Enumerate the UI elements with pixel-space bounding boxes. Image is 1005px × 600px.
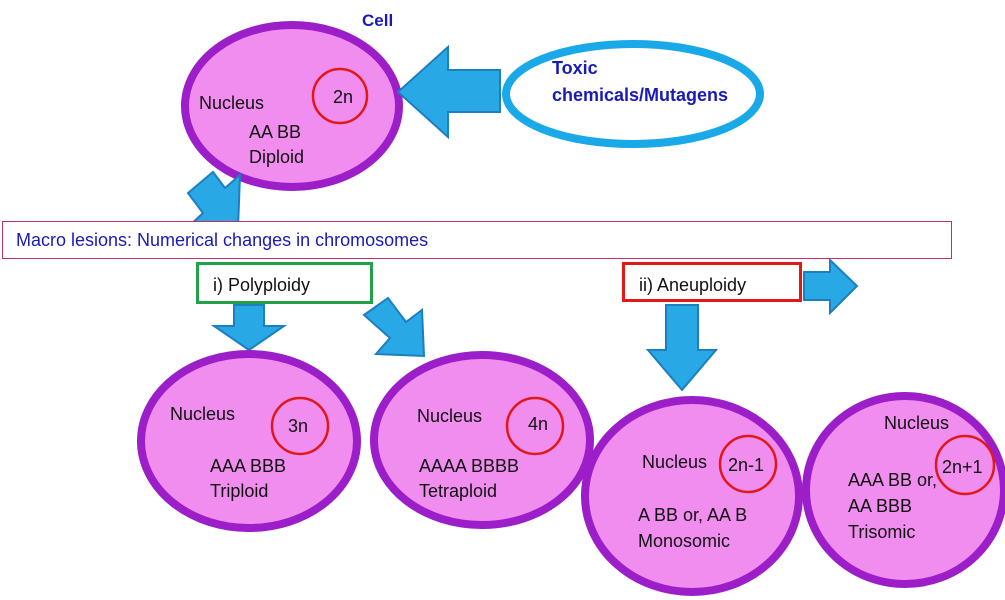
diploid-cell — [181, 21, 403, 191]
ploidy-circle-2n+1 — [934, 434, 996, 496]
trisomic-cell — [802, 392, 1005, 588]
ploidy-circle-3n — [270, 396, 330, 456]
monosomic-genotype-label: A BB or, AA B — [638, 505, 748, 525]
aneuploidy-label: ii) Aneuploidy — [639, 275, 747, 295]
macro-lesions-banner: Macro lesions: Numerical changes in chro… — [2, 221, 952, 259]
source-label-line1: Toxic — [552, 58, 598, 78]
monosomic-nucleus-label: Nucleus — [642, 452, 708, 472]
triploid-type-label: Triploid — [210, 481, 269, 501]
trisomic-nucleus-label: Nucleus — [884, 413, 950, 433]
monosomic-type-label: Monosomic — [638, 531, 731, 551]
mutagen-source-ellipse — [502, 40, 764, 148]
polyploidy-label: i) Polyploidy — [213, 275, 311, 295]
triploid-ploidy-label: 3n — [288, 416, 309, 436]
ploidy-circle-2n-1 — [718, 434, 778, 494]
arrow-aneuploidy-right — [803, 257, 859, 316]
ploidy-circle-2n — [311, 67, 369, 125]
ploidy-circle-4n — [505, 396, 565, 456]
arrow-to-triploid — [210, 304, 288, 352]
arrow-to-tetraploid — [362, 296, 426, 358]
cell-label: Cell — [362, 11, 394, 30]
aneuploidy-box: ii) Aneuploidy — [622, 262, 802, 302]
genotype-label: AA BB — [249, 122, 302, 142]
triploid-nucleus-label: Nucleus — [170, 404, 236, 424]
trisomic-genotype-line1: AAA BB or, — [848, 470, 938, 490]
polyploidy-box: i) Polyploidy — [196, 262, 373, 304]
type-label: Diploid — [249, 147, 305, 167]
tetraploid-genotype-label: AAAA BBBB — [419, 456, 520, 476]
monosomic-ploidy-label: 2n-1 — [728, 455, 765, 475]
arrow-mutagen-to-cell — [396, 44, 501, 140]
tetraploid-ploidy-label: 4n — [528, 414, 549, 434]
trisomic-ploidy-label: 2n+1 — [942, 457, 983, 477]
trisomic-type-label: Trisomic — [848, 522, 916, 542]
tetraploid-type-label: Tetraploid — [419, 481, 498, 501]
arrow-cell-to-banner — [185, 170, 242, 230]
arrow-to-monosomic — [645, 304, 719, 392]
nucleus-label: Nucleus — [199, 93, 265, 113]
tetraploid-nucleus-label: Nucleus — [417, 406, 483, 426]
source-label-line2: chemicals/Mutagens — [552, 85, 729, 105]
banner-text: Macro lesions: Numerical changes in chro… — [16, 230, 429, 250]
triploid-genotype-label: AAA BBB — [210, 456, 287, 476]
ploidy-label: 2n — [333, 87, 354, 107]
trisomic-genotype-line2: AA BBB — [848, 496, 913, 516]
monosomic-cell — [581, 396, 803, 596]
